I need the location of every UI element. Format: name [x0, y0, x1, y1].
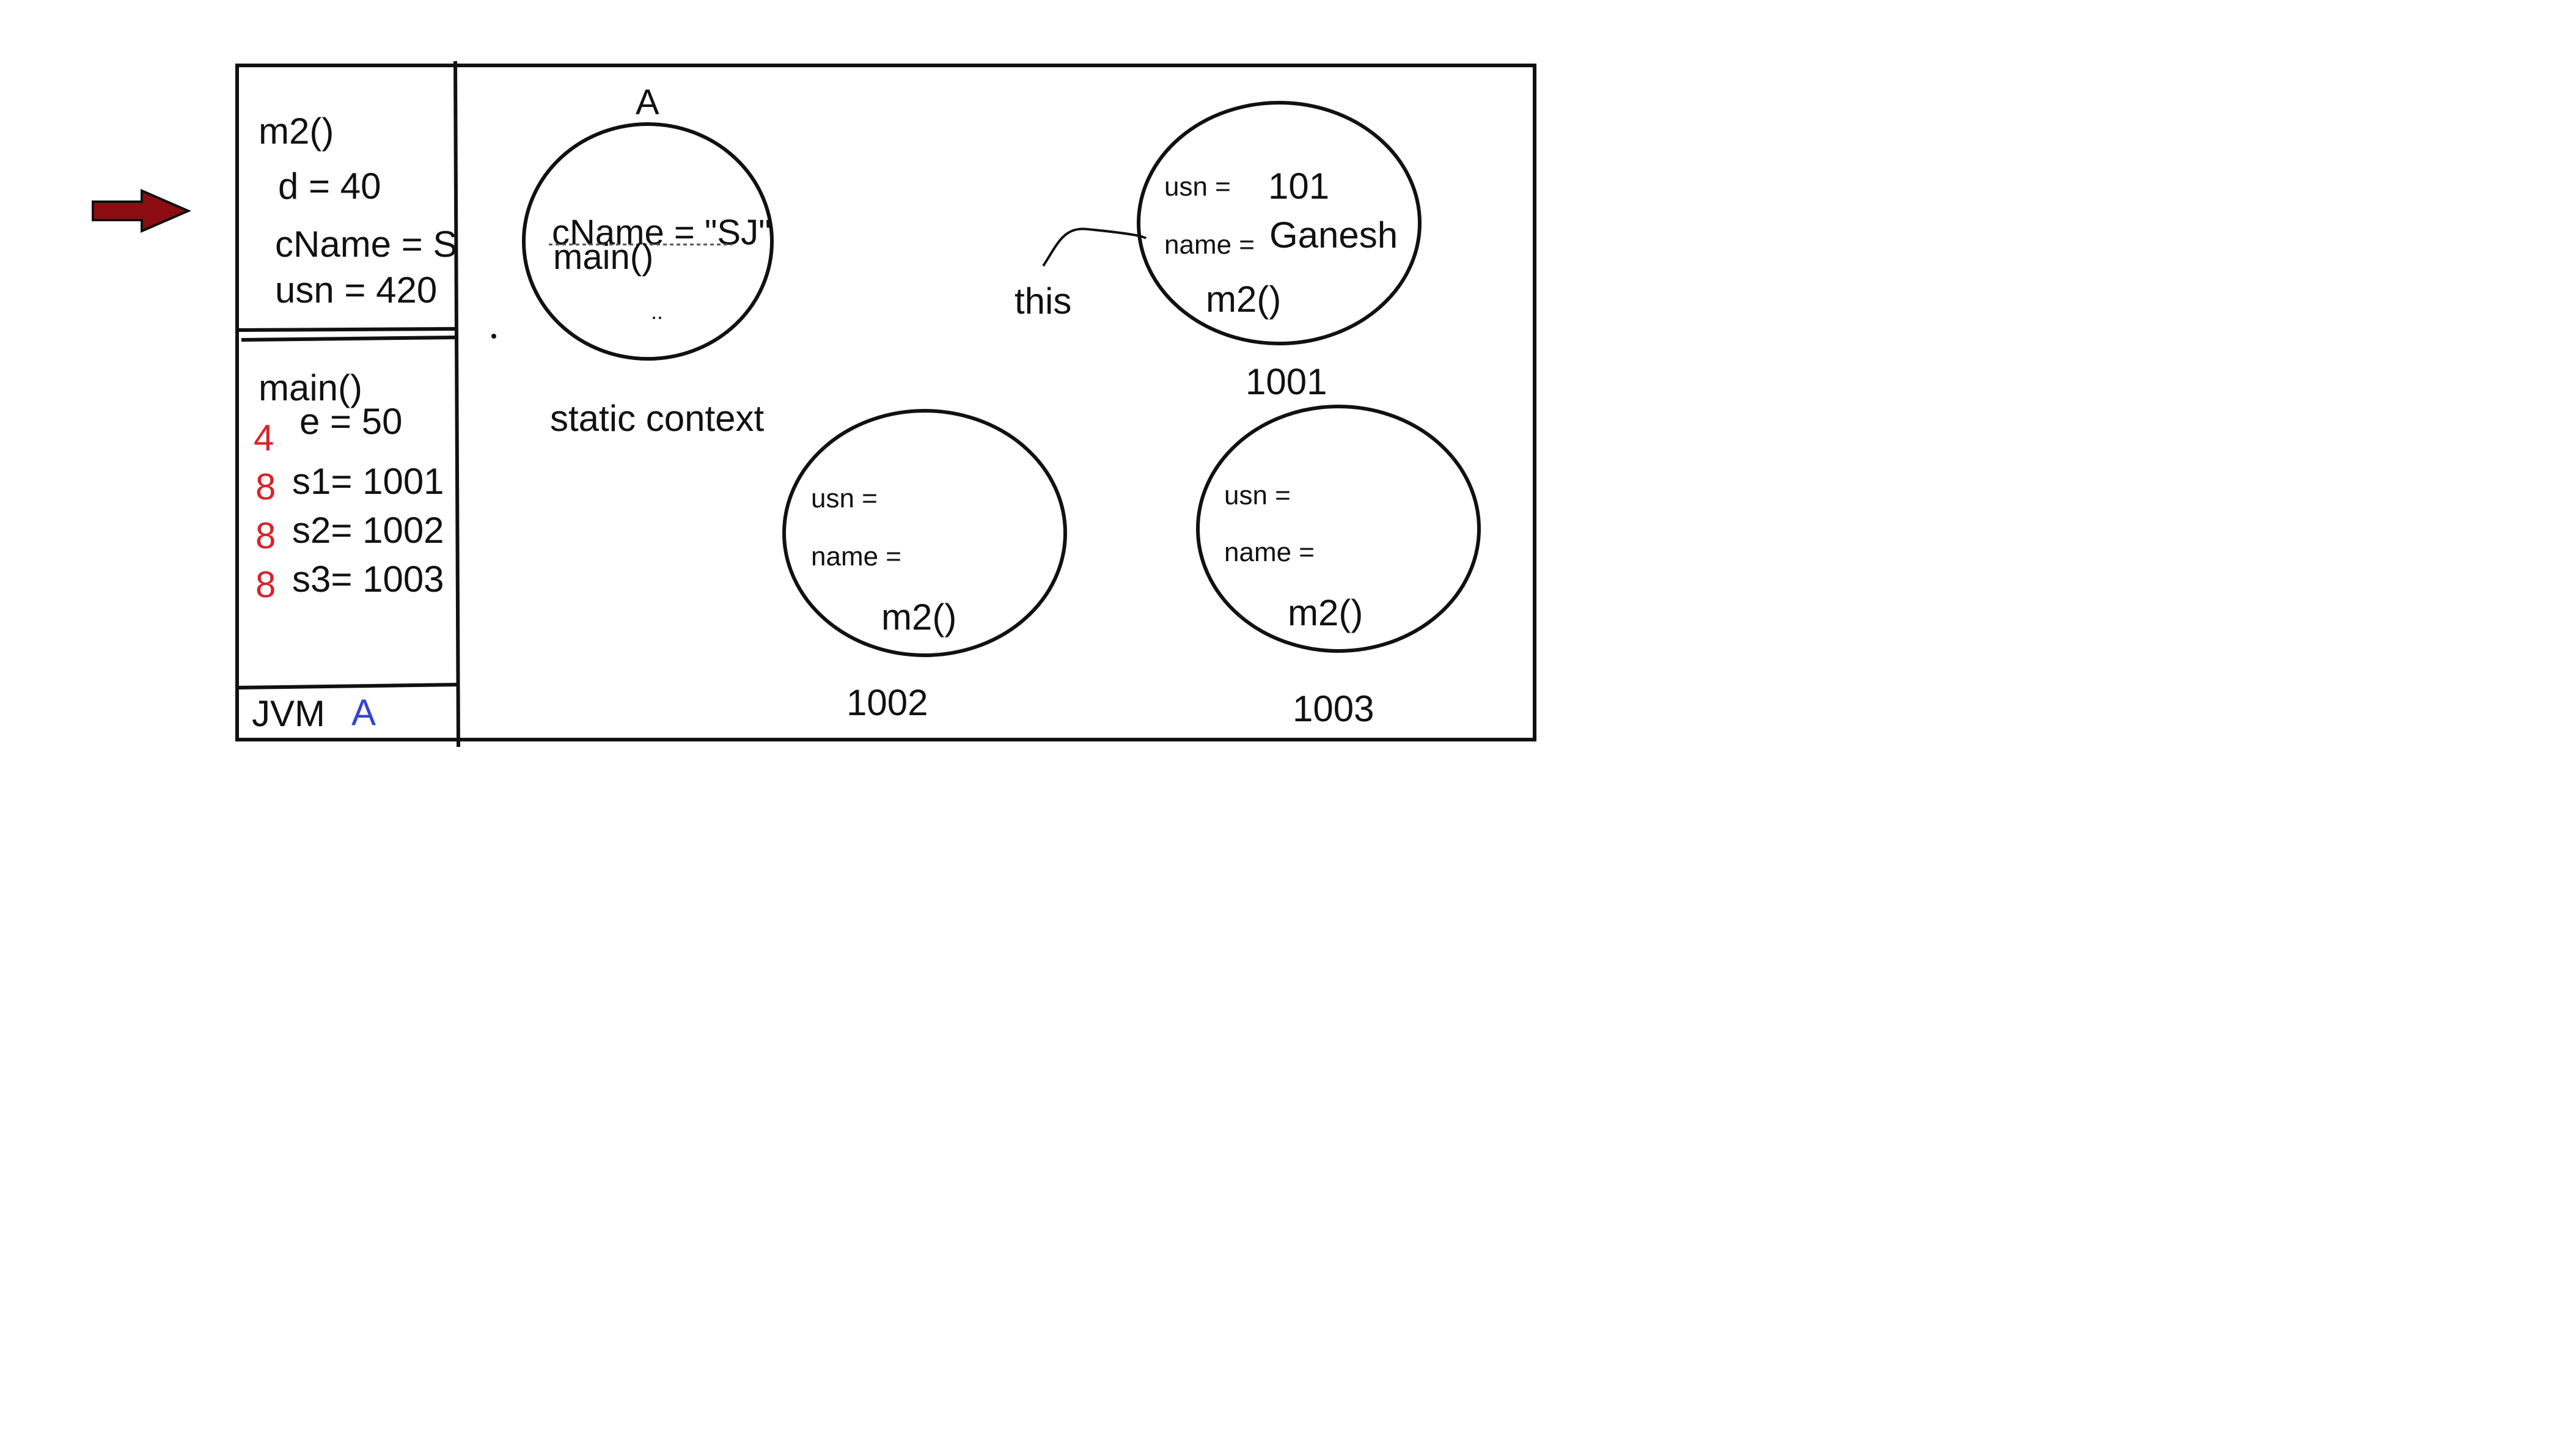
object-address: 1001: [1246, 361, 1327, 402]
frame-variable: e = 50: [299, 401, 403, 442]
jvm-label: JVM: [252, 693, 325, 734]
field-label: usn =: [1224, 480, 1291, 510]
frame-variable: s1= 1001: [292, 461, 444, 502]
class-area-caption: static context: [550, 398, 764, 439]
stack-frame-main: main() 4 e = 50 8 s1= 1001 8 s2= 1002 8 …: [254, 367, 444, 605]
jvm-separator: [237, 683, 459, 689]
field-value: Ganesh: [1269, 215, 1398, 256]
frame-method-name: main(): [259, 367, 362, 408]
object-circle: [1137, 101, 1422, 345]
object-method: m2(): [1288, 592, 1363, 633]
frame-variable: usn = 420: [275, 270, 437, 311]
class-area: A cName = "SJ" main() static context: [522, 83, 774, 439]
object-address: 1002: [846, 682, 928, 723]
object-circle: [782, 409, 1067, 657]
frame-variable: s2= 1002: [292, 510, 444, 551]
heap-object-1001: usn = 101 name = Ganesh m2() 1001: [1137, 101, 1422, 402]
heap-object-1003: usn = name = m2() 1003: [1196, 405, 1481, 729]
object-circle: [1196, 405, 1481, 653]
object-method: m2(): [881, 597, 956, 638]
field-label: name =: [1224, 537, 1315, 567]
static-method: main(): [553, 237, 653, 277]
frame-variable: s3= 1003: [292, 559, 444, 600]
frame-variable: cName = S: [275, 224, 457, 265]
stack-frame-m2: m2() d = 40 cName = S usn = 420: [259, 111, 457, 311]
class-area-circle: [522, 122, 774, 361]
field-label: name =: [1164, 230, 1255, 260]
type-size-badge: 4: [254, 417, 274, 458]
stray-dot: [659, 317, 661, 319]
type-size-badge: 8: [255, 564, 276, 605]
field-label: name =: [811, 542, 901, 572]
object-address: 1003: [1293, 688, 1374, 729]
stack-heap-divider: [453, 61, 460, 748]
type-size-badge: 8: [255, 466, 276, 507]
frame-separator: [237, 327, 456, 332]
field-label: usn =: [1164, 172, 1231, 202]
frame-variable: d = 40: [278, 166, 381, 207]
frame-separator: [241, 336, 456, 342]
type-size-badge: 8: [255, 515, 276, 556]
field-value: 101: [1268, 166, 1329, 207]
stray-dot: [653, 317, 655, 319]
class-name: A: [636, 83, 659, 122]
heap-object-1002: usn = name = m2() 1002: [782, 409, 1067, 723]
jvm-class-name: A: [351, 692, 376, 733]
current-frame-arrow-icon: [92, 188, 192, 233]
frame-method-name: m2(): [259, 111, 334, 152]
stray-dot: [491, 334, 496, 339]
static-field: cName = "SJ": [552, 213, 771, 252]
object-method: m2(): [1206, 279, 1281, 320]
memory-outline: [235, 64, 1536, 741]
this-label: this: [1015, 281, 1071, 322]
field-label: usn =: [811, 484, 878, 513]
this-reference-line: [1042, 227, 1147, 267]
